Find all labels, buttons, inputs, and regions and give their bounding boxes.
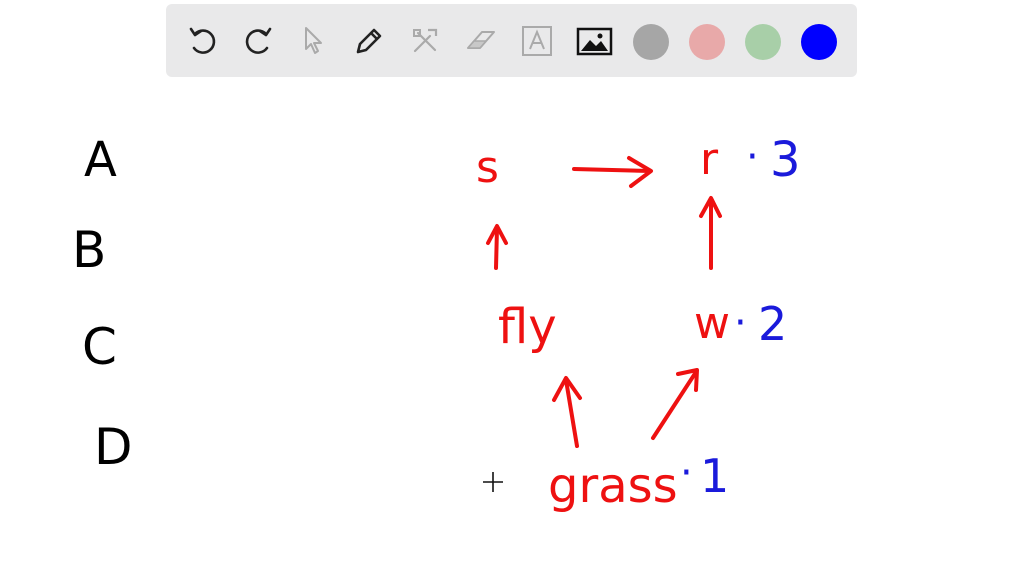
tools-icon <box>413 28 438 53</box>
pen-icon <box>356 28 382 54</box>
level-dot-r: · <box>746 134 759 180</box>
redo-button[interactable] <box>239 22 277 60</box>
label-a: A <box>84 132 117 188</box>
undo-icon <box>189 27 216 54</box>
node-r: r <box>700 134 719 185</box>
label-b: B <box>72 221 106 279</box>
image-insert-button[interactable] <box>575 22 613 60</box>
level-dot-w: · <box>734 300 747 346</box>
text-tool-button[interactable] <box>518 22 556 60</box>
level-w: 2 <box>758 297 787 351</box>
node-w: w <box>694 298 730 349</box>
arrow-s-to-r <box>572 156 653 188</box>
select-pointer-icon <box>305 27 322 54</box>
text-box-icon <box>522 26 552 56</box>
level-r: 3 <box>770 132 801 188</box>
arrow-w-to-r <box>699 196 722 270</box>
level-dot-grass: · <box>680 450 693 496</box>
label-d: D <box>94 418 133 476</box>
arrow-fly-to-s <box>486 224 508 270</box>
color-swatch-gray[interactable] <box>633 24 669 60</box>
node-fly: fly <box>498 299 557 355</box>
label-c: C <box>82 318 117 376</box>
redo-icon <box>245 27 272 54</box>
arrow-grass-to-w <box>651 368 699 440</box>
arrow-grass-to-fly <box>552 376 582 448</box>
level-grass: 1 <box>700 449 729 503</box>
pen-tool-button[interactable] <box>350 22 388 60</box>
color-swatch-green[interactable] <box>745 24 781 60</box>
undo-button[interactable] <box>184 22 222 60</box>
whiteboard-canvas[interactable]: A B C D s r fly w grass · 3 · 2 · 1 <box>0 82 1024 576</box>
node-grass: grass <box>548 458 678 514</box>
select-tool-button[interactable] <box>295 22 333 60</box>
eraser-button[interactable] <box>462 22 500 60</box>
color-swatch-pink[interactable] <box>689 24 725 60</box>
crosshair-cursor-icon <box>483 472 503 492</box>
node-s: s <box>476 142 499 193</box>
eraser-icon <box>467 31 495 49</box>
color-swatch-blue[interactable] <box>801 24 837 60</box>
tools-button[interactable] <box>406 22 444 60</box>
image-icon <box>576 27 613 56</box>
drawing-toolbar <box>166 4 857 77</box>
